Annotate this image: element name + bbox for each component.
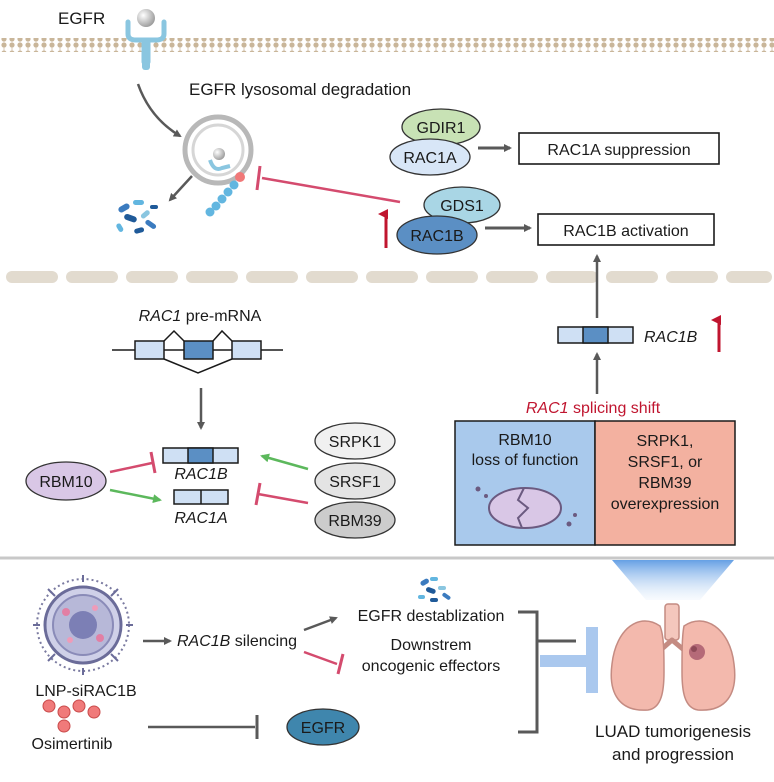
rbm39-label: RBM39 — [328, 513, 381, 530]
rac1a-suppression-label: RAC1A suppression — [547, 142, 690, 159]
lysosomal-degradation-label: EGFR lysosomal degradation — [189, 80, 411, 99]
rbm10-oval — [25, 461, 107, 501]
downstream-line1: Downstrem — [391, 637, 472, 654]
rac1b-isoform-bar — [162, 447, 239, 464]
rbm10-inhibits-rac1b — [109, 461, 153, 474]
rac1b-activation-box — [537, 213, 715, 246]
big-inhibit-stem — [540, 655, 586, 667]
rac1b-label: RAC1B — [410, 228, 463, 245]
premrna-title: RAC1 pre-mRNA — [139, 308, 262, 325]
factors-activate-rac1b — [260, 453, 309, 471]
egfr-receptor-icon — [125, 9, 167, 70]
factors-inhibit-bar — [254, 482, 262, 506]
broken-protein-icon — [475, 486, 577, 529]
silencing-inhibits-downstream — [303, 650, 338, 666]
nuclear-membrane — [6, 271, 772, 283]
rac1a-isoform-bar — [173, 489, 229, 505]
rac1b-activation-label: RAC1B activation — [563, 223, 688, 240]
gds1-label: GDS1 — [440, 198, 484, 215]
lnp-label: LNP-siRAC1B — [35, 683, 136, 700]
rac1b-inhibits-degradation — [261, 176, 401, 204]
egfr-label: EGFR — [58, 9, 105, 28]
silencing-label: RAC1B silencing — [177, 633, 297, 650]
overexpression-line3: RBM39 — [638, 475, 691, 492]
outcome-bracket — [518, 610, 539, 734]
egfr-fragments-icon — [418, 577, 451, 602]
premrna-structure — [112, 329, 283, 374]
overexpression-line1: SRPK1, — [637, 433, 694, 450]
lnp-nanoparticle-icon — [33, 575, 133, 675]
srpk1-oval — [314, 422, 396, 460]
osimertinib-label: Osimertinib — [32, 736, 113, 753]
inhibition-bar — [255, 165, 262, 191]
gdir1-label: GDIR1 — [417, 120, 466, 137]
silencing-to-destab-arrow — [303, 616, 338, 632]
rac1a-oval — [389, 138, 471, 176]
rbm10-loss-line1: RBM10 — [498, 432, 551, 449]
egfr-oval — [286, 708, 360, 746]
degraded-fragments-icon — [116, 200, 158, 234]
splicing-shift-title: RAC1 splicing shift — [526, 400, 661, 417]
overexpression-line4: overexpression — [611, 496, 720, 513]
rbm10-label: RBM10 — [39, 474, 92, 491]
egfr-oval-label: EGFR — [301, 720, 345, 737]
osimertinib-pills-icon — [42, 699, 101, 733]
egfr-destab-label: EGFR destablization — [358, 608, 505, 625]
rbm10-loss-line2: loss of function — [472, 452, 579, 469]
downstream-inhibit-bar — [336, 653, 345, 675]
rac1b-oval — [396, 215, 478, 255]
srsf1-label: SRSF1 — [329, 474, 381, 491]
rbm39-oval — [314, 501, 396, 539]
overexpression-line2: SRSF1, or — [628, 454, 703, 471]
internalization-arrow — [136, 83, 182, 138]
luad-line2: and progression — [612, 745, 734, 764]
rac1a-suppression-box — [518, 132, 720, 165]
rac1b-isoform-label: RAC1B — [174, 466, 228, 483]
rac1b-transcript-bar — [557, 326, 634, 344]
rac1a-isoform-label: RAC1A — [174, 510, 227, 527]
rac1a-label: RAC1A — [403, 150, 457, 167]
beam-to-lungs — [612, 560, 734, 600]
downstream-line2: oncogenic effectors — [362, 658, 500, 675]
plasma-membrane — [0, 38, 774, 52]
srsf1-oval — [314, 462, 396, 500]
overexpression-box — [594, 420, 736, 546]
lungs-icon — [610, 603, 736, 711]
srpk1-label: SRPK1 — [329, 434, 382, 451]
luad-line1: LUAD tumorigenesis — [595, 722, 751, 741]
lysosome-icon — [182, 114, 254, 217]
rbm10-activates-rac1a — [109, 488, 162, 504]
rbm10-inhibit-bar — [149, 451, 157, 474]
degradation-arrow — [168, 175, 193, 202]
big-inhibit-bar — [586, 627, 598, 693]
factors-inhibit-rac1a — [257, 492, 309, 505]
rac1b-right-label: RAC1B — [644, 329, 698, 346]
